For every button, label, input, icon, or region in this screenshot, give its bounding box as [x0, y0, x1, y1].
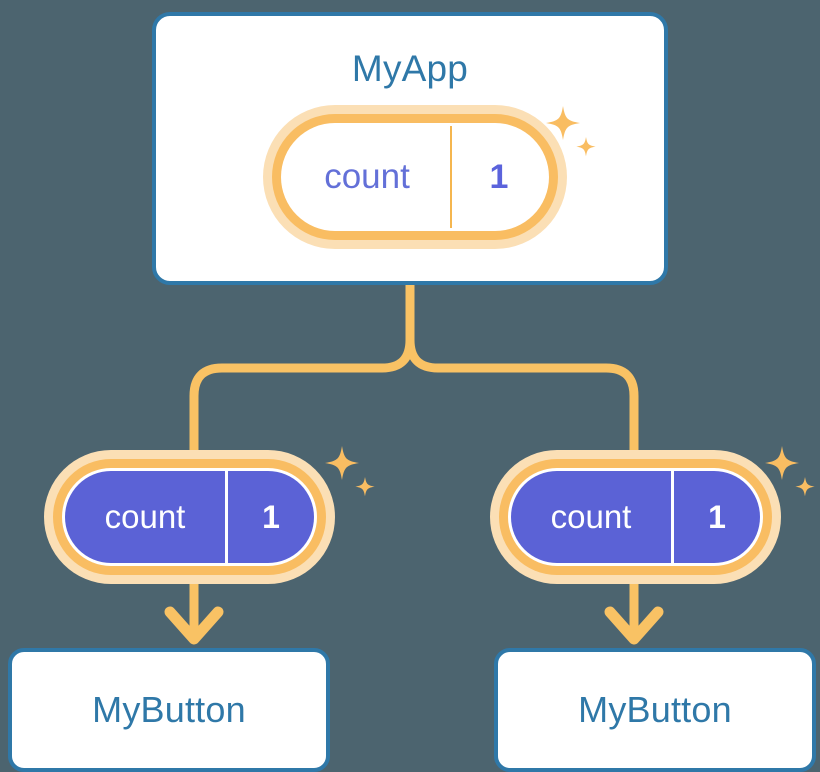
state-value-label: 1 — [225, 471, 314, 563]
arrow-head-left — [164, 606, 224, 645]
connector-branch-left — [189, 339, 415, 500]
state-pill-orange-ring: count 1 — [499, 459, 772, 575]
state-pill-glow-ring: count 1 — [490, 450, 781, 584]
state-pill-inner-gap: count 1 — [62, 468, 317, 566]
state-pill-inner-gap: count 1 — [281, 123, 549, 231]
state-pill-left[interactable]: count 1 — [44, 450, 335, 584]
state-pill-right[interactable]: count 1 — [490, 450, 781, 584]
child-component-title: MyButton — [578, 689, 732, 730]
state-pill-orange-ring: count 1 — [272, 114, 558, 240]
state-key-label: count — [324, 157, 410, 196]
state-pill-body: count 1 — [284, 126, 546, 228]
page-title: MyApp — [351, 48, 469, 89]
child-component-title: MyButton — [92, 689, 246, 730]
child-component-card-right[interactable]: MyButton — [494, 648, 816, 772]
state-value-label: 1 — [671, 471, 760, 563]
state-pill-inner-gap: count 1 — [508, 468, 763, 566]
state-pill-glow-ring: count 1 — [263, 105, 567, 249]
state-pill-glow-ring: count 1 — [44, 450, 335, 584]
state-pill-body: count 1 — [65, 471, 314, 563]
child-component-card-left[interactable]: MyButton — [8, 648, 330, 772]
state-key-label: count — [104, 498, 186, 535]
state-key-label: count — [550, 498, 632, 535]
state-value-label: 1 — [450, 126, 546, 228]
connector-branch-right — [405, 339, 639, 500]
state-pill-myapp[interactable]: count 1 — [263, 105, 567, 249]
arrow-head-right — [604, 606, 664, 645]
state-pill-body: count 1 — [511, 471, 760, 563]
state-pill-orange-ring: count 1 — [53, 459, 326, 575]
